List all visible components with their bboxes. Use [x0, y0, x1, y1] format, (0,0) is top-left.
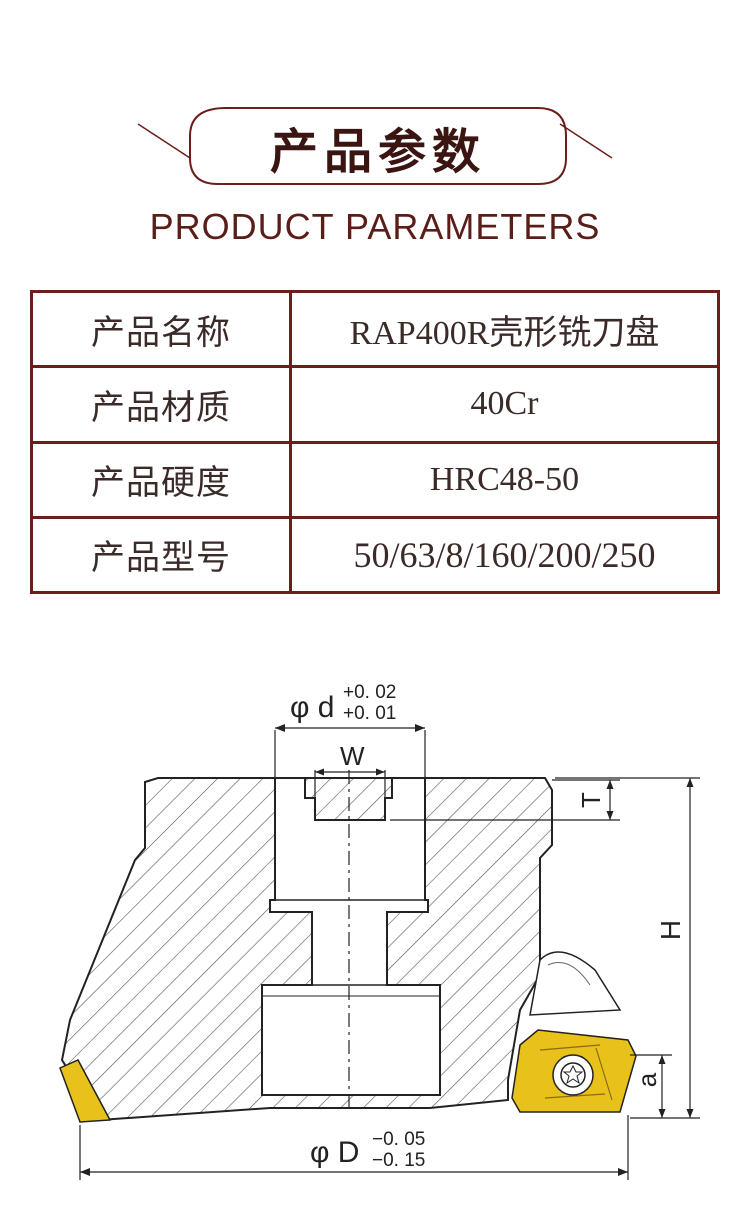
- bore-label: φ d: [290, 691, 334, 724]
- table-row: 产品材质 40Cr: [30, 365, 720, 444]
- header-decoration: [137, 107, 613, 185]
- dia-tol-upper: −0. 05: [372, 1129, 425, 1150]
- dim-height: H: [555, 777, 700, 1119]
- param-value: RAP400R壳形铣刀盘: [289, 289, 720, 369]
- bore-tol-lower: +0. 01: [343, 703, 396, 724]
- param-value: 40Cr: [289, 365, 720, 444]
- dim-depth: T: [390, 779, 620, 821]
- param-label: 产品硬度: [30, 440, 292, 519]
- dim-keyway: W: [314, 741, 386, 798]
- param-label: 产品名称: [30, 289, 292, 369]
- dia-label: φ D: [310, 1136, 359, 1169]
- param-label: 产品型号: [30, 515, 292, 595]
- cutter-diagram: φ d +0. 02 +0. 01 W T H a φ: [59, 682, 700, 1180]
- insert-label: a: [632, 1072, 662, 1087]
- height-label: H: [655, 920, 686, 940]
- bore-tol-upper: +0. 02: [343, 682, 396, 703]
- param-value: HRC48-50: [289, 440, 720, 519]
- page-subtitle: PRODUCT PARAMETERS: [149, 206, 601, 247]
- dim-insert: a: [630, 1054, 672, 1118]
- cutter-body: [60, 770, 622, 1122]
- keyway-label: W: [340, 741, 365, 771]
- dim-bore: φ d +0. 02 +0. 01: [274, 682, 426, 778]
- depth-label: T: [576, 792, 606, 808]
- dim-diameter: φ D −0. 05 −0. 15: [79, 1115, 629, 1180]
- table-row: 产品名称 RAP400R壳形铣刀盘: [30, 289, 720, 369]
- insert-left: [59, 1059, 112, 1123]
- param-value: 50/63/8/160/200/250: [289, 515, 720, 595]
- insert-right: [511, 1029, 637, 1113]
- page-title: 产品参数: [269, 124, 486, 180]
- table-row: 产品型号 50/63/8/160/200/250: [30, 515, 720, 595]
- section-header: 产品参数 PRODUCT PARAMETERS: [0, 0, 750, 270]
- dia-tol-lower: −0. 15: [372, 1150, 425, 1171]
- param-label: 产品材质: [30, 365, 292, 444]
- table-row: 产品硬度 HRC48-50: [30, 440, 720, 519]
- parameter-table: 产品名称 RAP400R壳形铣刀盘 产品材质 40Cr 产品硬度 HRC48-5…: [30, 289, 720, 595]
